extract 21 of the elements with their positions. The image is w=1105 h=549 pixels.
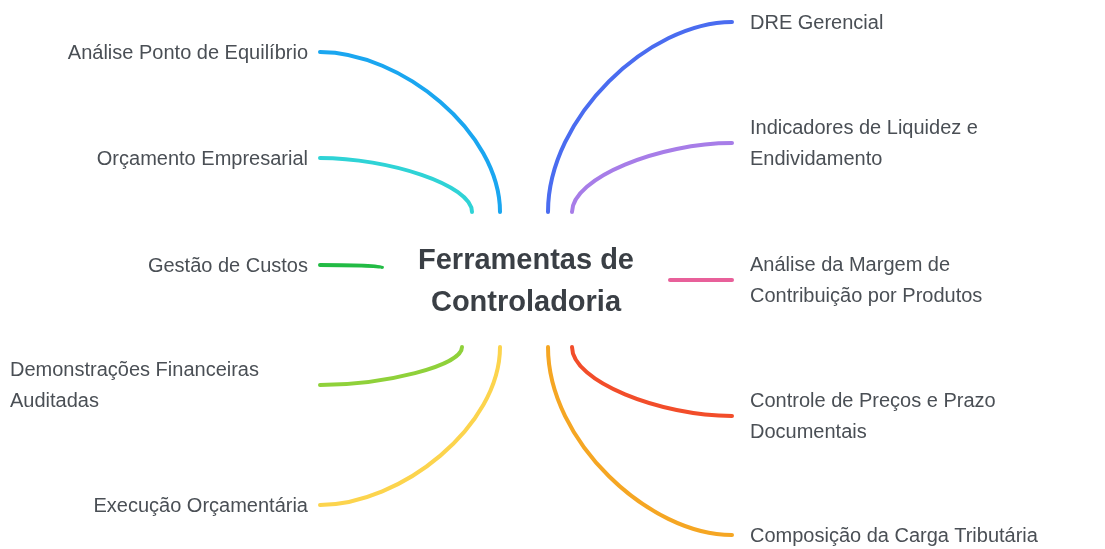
- topic-label: DRE Gerencial: [732, 6, 1092, 38]
- branch-line: [318, 263, 384, 269]
- topic-label: Execução Orçamentária: [0, 489, 320, 521]
- topic-label: Composição da Carga Tributária: [732, 519, 1102, 549]
- branch-line: [546, 345, 734, 537]
- topic-label: Gestão de Custos: [0, 249, 320, 281]
- topic-label: Análise da Margem de Contribuição por Produtos: [732, 249, 1032, 311]
- branch-line: [546, 20, 734, 214]
- branch-line: [668, 278, 734, 282]
- branch-line: [318, 50, 502, 214]
- topic-label: Demonstrações Financeiras Auditadas: [10, 354, 320, 416]
- topic-label: Orçamento Empresarial: [0, 142, 320, 174]
- branch-line: [570, 345, 734, 418]
- topic-label: Análise Ponto de Equilíbrio: [0, 36, 320, 68]
- branch-line: [318, 345, 502, 507]
- branch-line: [318, 156, 474, 214]
- topic-label: Indicadores de Liquidez e Endividamento: [732, 112, 1032, 174]
- central-topic: Ferramentas de Controladoria: [382, 212, 670, 347]
- branch-line: [570, 141, 734, 214]
- topic-label: Controle de Preços e Prazo Documentais: [732, 385, 1052, 447]
- branch-line: [318, 345, 464, 387]
